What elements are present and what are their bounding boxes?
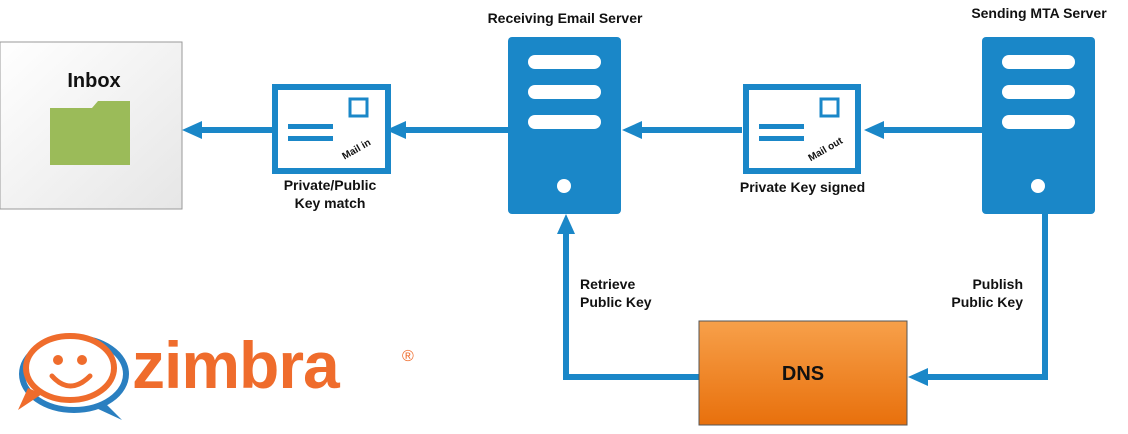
envelope-mail-in-icon	[272, 84, 391, 174]
envelope-mail-out-icon	[743, 84, 861, 174]
publish-label-line2: Public Key	[951, 294, 1023, 310]
publish-label-line1: Publish	[972, 276, 1023, 292]
arrow-receiving-to-mailin	[404, 127, 508, 133]
folder-icon	[50, 101, 130, 165]
retrieve-label-line2: Public Key	[580, 294, 652, 310]
receiving-server-label: Receiving Email Server	[487, 10, 643, 26]
mail-in-caption-line1: Private/Public	[283, 177, 377, 193]
publish-key-arrow	[908, 214, 1048, 386]
dns-box	[698, 320, 908, 426]
zimbra-logo-mark	[18, 333, 129, 420]
inbox-box	[0, 41, 183, 210]
retrieve-key-arrow	[557, 214, 699, 380]
mail-in-caption-line2: Key match	[294, 195, 366, 211]
dns-label: DNS	[781, 363, 825, 385]
mail-flow-arrows	[182, 121, 982, 139]
sending-server-icon	[982, 37, 1095, 214]
arrow-mailout-to-receiving	[640, 127, 742, 133]
inbox-title: Inbox	[67, 70, 121, 92]
zimbra-wordmark: zimbra	[132, 328, 340, 402]
sending-server-label: Sending MTA Server	[971, 5, 1107, 21]
retrieve-label-line1: Retrieve	[580, 276, 636, 292]
arrow-sending-to-mailout	[880, 127, 982, 133]
receiving-server-icon	[508, 37, 621, 214]
registered-mark: ®	[402, 348, 414, 365]
arrow-mailin-to-inbox	[200, 127, 274, 133]
mail-out-caption: Private Key signed	[739, 179, 866, 195]
